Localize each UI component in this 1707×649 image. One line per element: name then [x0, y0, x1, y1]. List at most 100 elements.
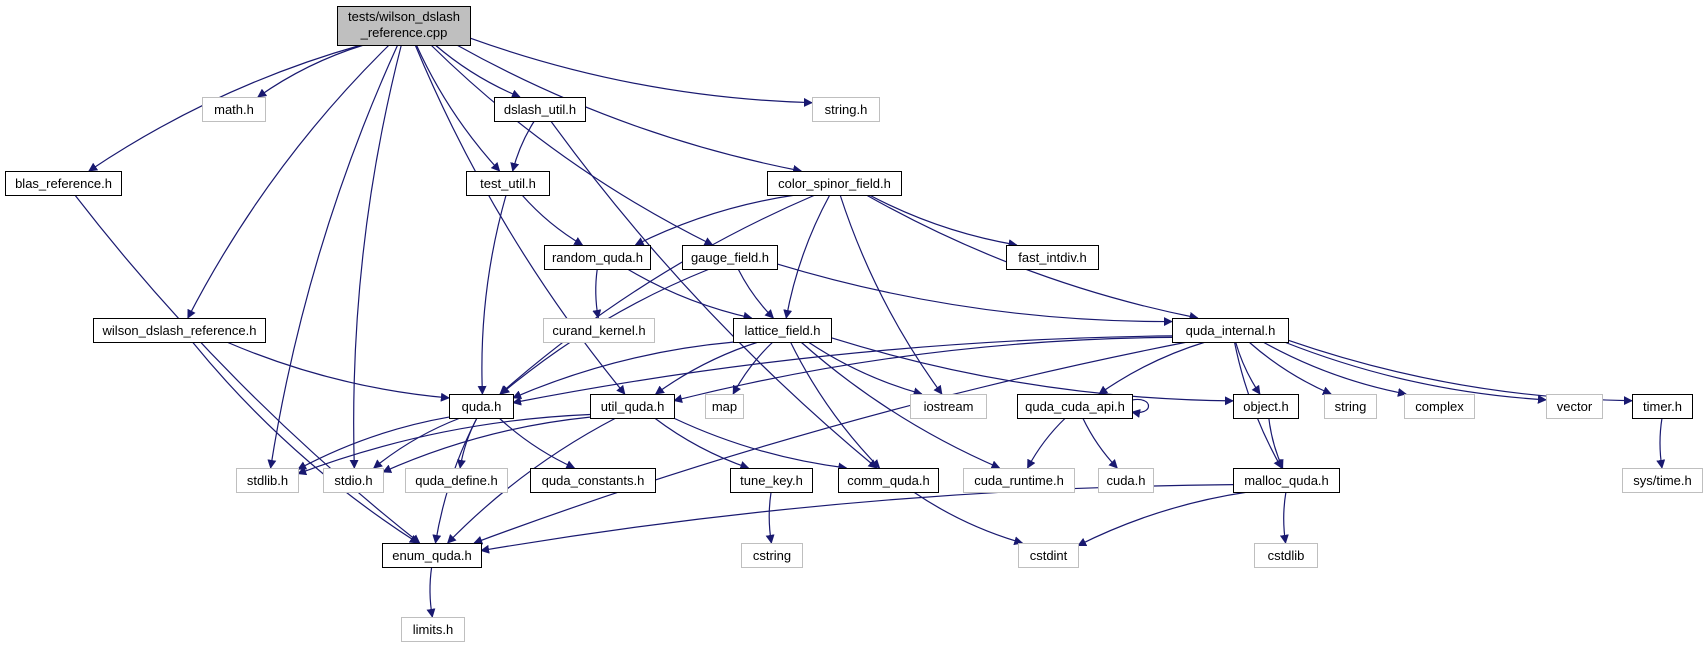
edge-root-h-to-string-h: [469, 37, 813, 107]
node-tune-key-h[interactable]: tune_key.h: [730, 468, 813, 493]
node-box: [466, 171, 550, 196]
edge-quda-internal-h-to-util-quda-h: [673, 336, 1173, 404]
node-label: stdlib.h: [247, 473, 288, 488]
edge-test-util-h-to-random-quda-h: [521, 194, 584, 246]
node-object-h[interactable]: object.h: [1233, 394, 1299, 419]
edge-quda-h-to-quda-constants-h: [498, 417, 576, 469]
node-malloc-quda-h[interactable]: malloc_quda.h: [1233, 468, 1340, 493]
edge-util-quda-h-to-stdio-h: [382, 416, 591, 473]
node-quda-internal-h[interactable]: quda_internal.h: [1172, 318, 1289, 343]
node-cstring: cstring: [741, 543, 803, 568]
node-blas-reference-h[interactable]: blas_reference.h: [5, 171, 122, 196]
edge-color-spinor-field-h-to-fast-intdiv-h: [869, 194, 1018, 249]
node-timer-h[interactable]: timer.h: [1632, 394, 1693, 419]
node-box: [1233, 394, 1299, 419]
node-box: [910, 394, 987, 419]
edge-color-spinor-field-h-to-quda-h: [499, 194, 816, 395]
node-label: cstdint: [1030, 548, 1068, 563]
node-box: [543, 318, 655, 343]
node-comm-quda-h[interactable]: comm_quda.h: [838, 468, 939, 493]
edge-color-spinor-field-h-to-random-quda-h: [634, 194, 796, 246]
node-label: timer.h: [1643, 399, 1682, 414]
edge-timer-h-to-sys-time-h: [1656, 417, 1666, 469]
node-label: random_quda.h: [552, 250, 643, 265]
edge-root-h-to-dslash-util-h: [434, 44, 521, 99]
node-math-h: math.h: [202, 97, 266, 122]
node-label: map: [712, 399, 737, 414]
node-box: [730, 468, 813, 493]
edge-lattice-field-h-to-object-h: [830, 337, 1234, 406]
node-box: [1098, 468, 1154, 493]
node-box: [767, 171, 902, 196]
edge-lattice-field-h-to-comm-quda-h: [789, 341, 881, 469]
node-cuda-runtime-h: cuda_runtime.h: [963, 468, 1075, 493]
node-string-h: string.h: [812, 97, 880, 122]
edge-color-spinor-field-h-to-lattice-field-h: [783, 194, 831, 319]
node-label: test_util.h: [480, 176, 536, 191]
node-box: [1632, 394, 1693, 419]
node-label: blas_reference.h: [15, 176, 112, 191]
node-box: [1018, 543, 1079, 568]
edge-lattice-field-h-to-iostream: [807, 341, 923, 397]
node-fast-intdiv-h[interactable]: fast_intdiv.h: [1006, 245, 1099, 270]
node-label: tune_key.h: [740, 473, 803, 488]
node-limits-h: limits.h: [401, 617, 465, 642]
node-wilson-dslash-reference-h[interactable]: wilson_dslash_reference.h: [93, 318, 266, 343]
node-sys-time-h: sys/time.h: [1622, 468, 1703, 493]
edge-lattice-field-h-to-quda-h: [512, 341, 735, 399]
node-label: math.h: [214, 102, 254, 117]
node-box: [705, 394, 744, 419]
node-label: curand_kernel.h: [552, 323, 645, 338]
node-box: [812, 97, 880, 122]
node-box: [1006, 245, 1099, 270]
edge-random-quda-h-to-lattice-field-h: [627, 268, 753, 321]
node-box: [1017, 394, 1133, 419]
node-box: [202, 97, 266, 122]
node-box: [401, 617, 465, 642]
edge-dslash-util-h-to-test-util-h: [510, 120, 535, 172]
edge-root-h-to-color-spinor-field-h: [456, 44, 803, 174]
edge-util-quda-h-to-stdlib-h: [297, 413, 591, 476]
edge-quda-internal-h-to-quda-h: [512, 335, 1173, 406]
node-label: comm_quda.h: [847, 473, 929, 488]
node-label: color_spinor_field.h: [778, 176, 891, 191]
node-quda-cuda-api-h[interactable]: quda_cuda_api.h: [1017, 394, 1133, 419]
node-lattice-field-h[interactable]: lattice_field.h: [733, 318, 832, 343]
edge-root-h-to-stdlib-h: [267, 44, 399, 469]
node-box: [5, 171, 122, 196]
edge-gauge-field-h-to-quda-internal-h: [776, 263, 1173, 327]
edge-root-h-to-gauge-field-h: [430, 44, 714, 246]
node-label: vector: [1557, 399, 1593, 414]
edge-quda-internal-h-to-quda-cuda-api-h: [1098, 341, 1206, 395]
node-dslash-util-h[interactable]: dslash_util.h: [494, 97, 586, 122]
node-box: [741, 543, 803, 568]
node-box: [1233, 468, 1340, 493]
node-label: lattice_field.h: [745, 323, 821, 338]
dependency-nodes: tests/wilson_dslash_reference.cpp math.h d…: [5, 6, 1703, 642]
node-quda-h[interactable]: quda.h: [449, 394, 514, 419]
node-label: quda_constants.h: [542, 473, 645, 488]
node-label: _reference.cpp: [360, 25, 448, 40]
edge-quda-h-to-stdio-h: [373, 417, 461, 469]
node-quda-define-h: quda_define.h: [405, 468, 508, 493]
edge-quda-internal-h-to-string: [1248, 341, 1332, 395]
node-color-spinor-field-h[interactable]: color_spinor_field.h: [767, 171, 902, 196]
node-box: [405, 468, 508, 493]
edge-util-quda-h-to-enum-quda-h: [447, 417, 617, 544]
edge-root-h-to-stdio-h: [349, 44, 402, 469]
node-box: [93, 318, 266, 343]
node-label: string: [1335, 399, 1367, 414]
node-test-util-h[interactable]: test_util.h: [466, 171, 550, 196]
node-label: dslash_util.h: [504, 102, 576, 117]
edge-root-h-to-test-util-h: [415, 44, 501, 172]
node-util-quda-h[interactable]: util_quda.h: [590, 394, 675, 419]
node-cstdint: cstdint: [1018, 543, 1079, 568]
node-quda-constants-h[interactable]: quda_constants.h: [530, 468, 656, 493]
edge-quda-internal-h-to-complex: [1262, 341, 1407, 397]
node-gauge-field-h[interactable]: gauge_field.h: [682, 245, 778, 270]
node-random-quda-h[interactable]: random_quda.h: [544, 245, 651, 270]
node-enum-quda-h[interactable]: enum_quda.h: [382, 543, 482, 568]
edge-quda-internal-h-to-timer-h: [1287, 339, 1633, 406]
node-root-h[interactable]: tests/wilson_dslash_reference.cpp: [337, 6, 471, 46]
node-label: limits.h: [413, 622, 453, 637]
